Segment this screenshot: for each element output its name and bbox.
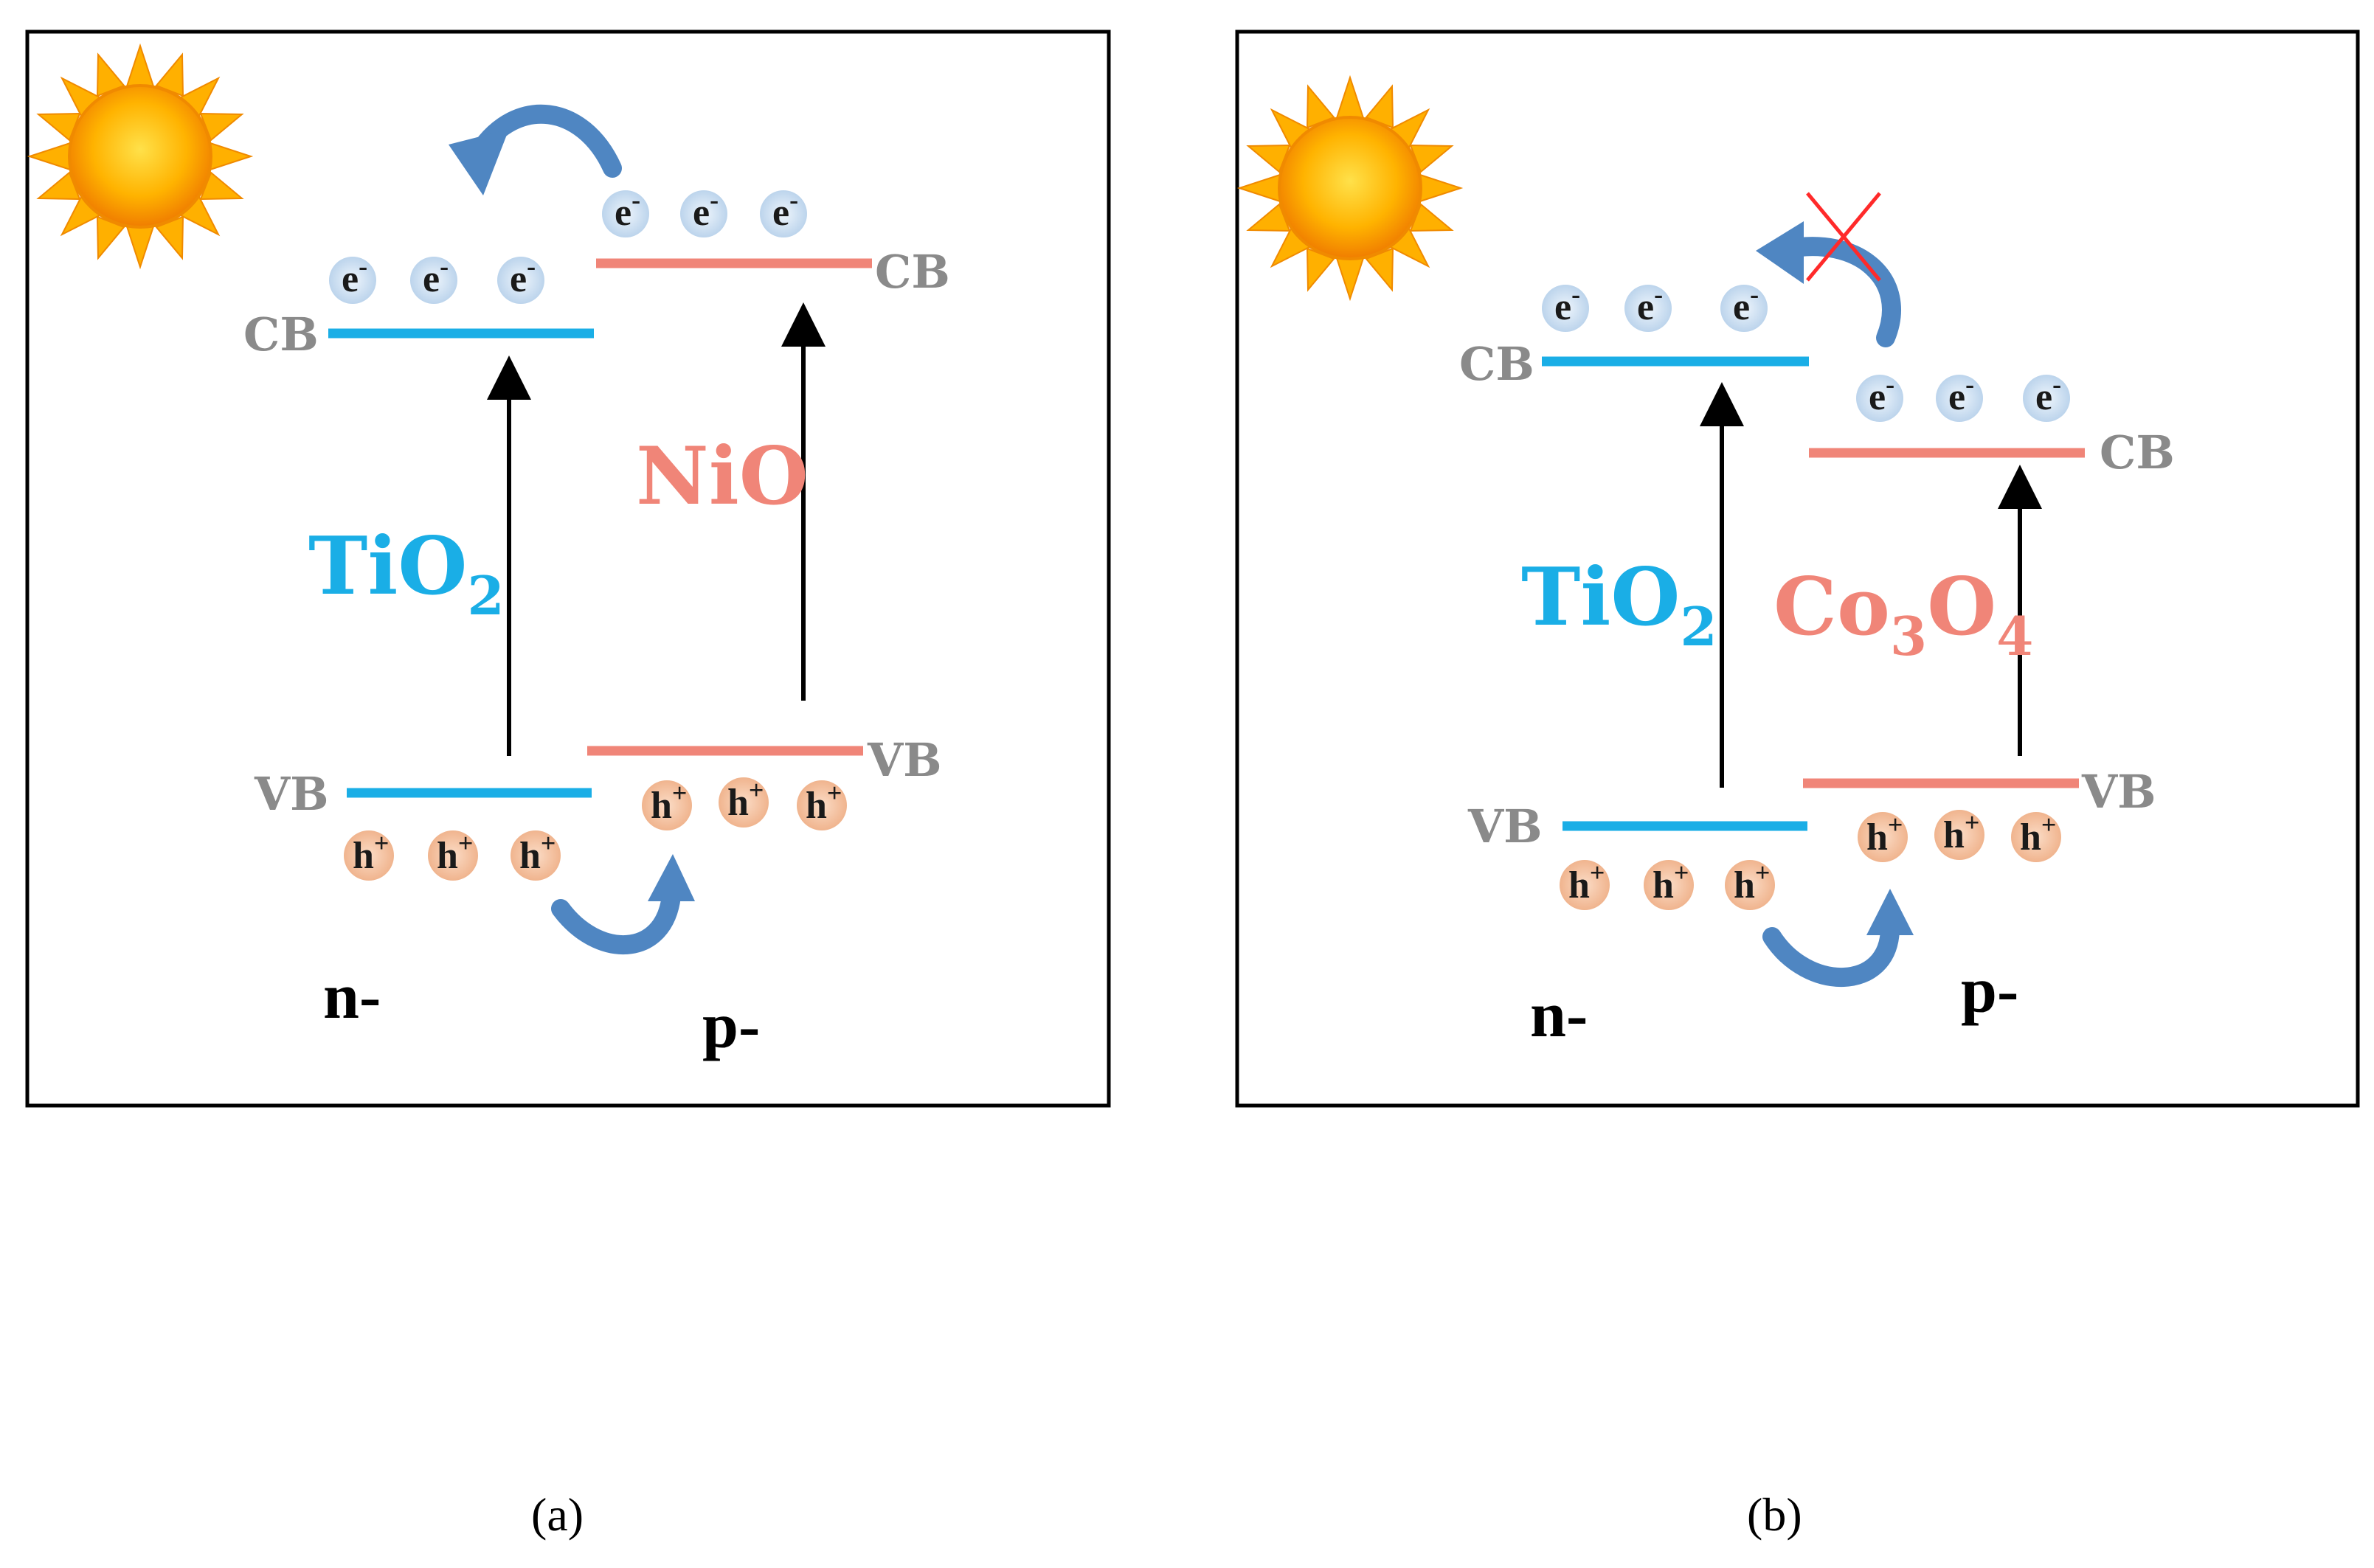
panel-a: CB CB VB VB TiO2 NiO e- e- e- e- e- e- h… xyxy=(25,30,1111,1108)
svg-text:e-: e- xyxy=(1554,280,1580,328)
svg-text:e-: e- xyxy=(772,185,798,234)
hole: h+ xyxy=(1934,808,1984,860)
electron: e- xyxy=(410,251,457,304)
hole: h+ xyxy=(2011,810,2061,862)
p-type-label: p- xyxy=(1961,955,2018,1027)
svg-text:e-: e- xyxy=(1637,280,1663,328)
hole: h+ xyxy=(797,778,847,830)
electron: e- xyxy=(602,185,649,237)
hole: h+ xyxy=(1644,858,1694,910)
svg-text:e-: e- xyxy=(693,185,719,234)
electron: e- xyxy=(2023,370,2070,422)
svg-text:e-: e- xyxy=(1948,370,1974,418)
svg-text:e-: e- xyxy=(615,185,640,234)
electron: e- xyxy=(1624,280,1672,332)
hole-group-right: h+ h+ h+ xyxy=(642,775,847,830)
transfer-arrow-icon xyxy=(1762,889,1914,988)
svg-text:e-: e- xyxy=(1869,370,1894,418)
svg-text:h+: h+ xyxy=(353,828,389,877)
nio-vb-label: VB xyxy=(867,733,942,787)
electron: e- xyxy=(680,185,727,237)
tio2-vb-label: VB xyxy=(254,767,329,821)
sun-icon xyxy=(1238,76,1462,300)
electron: e- xyxy=(497,251,544,304)
nio-cb-label: CB xyxy=(875,245,950,299)
svg-text:h+: h+ xyxy=(2020,810,2056,858)
blocked-cross-icon xyxy=(1806,192,1881,282)
svg-text:h+: h+ xyxy=(1866,810,1903,858)
svg-text:h+: h+ xyxy=(1943,808,1979,856)
caption-a: (a) xyxy=(531,1488,584,1541)
hole: h+ xyxy=(1725,858,1775,910)
svg-text:e-: e- xyxy=(342,251,367,300)
svg-text:e-: e- xyxy=(1733,280,1759,328)
hole-group-left: h+ h+ h+ xyxy=(1560,858,1775,910)
hole: h+ xyxy=(511,828,561,881)
svg-text:h+: h+ xyxy=(651,778,687,827)
n-type-label: n- xyxy=(323,961,381,1033)
left-material-label: TiO2 xyxy=(308,520,505,627)
hole: h+ xyxy=(344,828,394,881)
co3o4-cb-label: CB xyxy=(2100,426,2175,479)
p-type-label: p- xyxy=(702,991,760,1062)
co3o4-vb-label: VB xyxy=(2081,765,2156,819)
svg-text:h+: h+ xyxy=(437,828,473,877)
svg-text:h+: h+ xyxy=(1653,858,1689,906)
transfer-arrow-icon xyxy=(551,854,695,955)
hole: h+ xyxy=(719,775,769,828)
electron: e- xyxy=(1542,280,1589,332)
electron: e- xyxy=(329,251,376,304)
sun-icon xyxy=(28,44,252,268)
svg-text:e-: e- xyxy=(510,251,536,300)
electron: e- xyxy=(1856,370,1903,422)
hole-group-right: h+ h+ h+ xyxy=(1858,808,2061,862)
electron-group-right: e- e- e- xyxy=(602,185,807,237)
n-type-label: n- xyxy=(1530,979,1588,1051)
panel-b: CB CB VB VB TiO2 Co3O4 e- e- e- e- e- e-… xyxy=(1235,30,2360,1108)
left-material-label: TiO2 xyxy=(1521,551,1717,658)
tio2-vb-label: VB xyxy=(1467,799,1543,853)
electron: e- xyxy=(1936,370,1983,422)
tio2-cb-label: CB xyxy=(243,308,319,361)
hole: h+ xyxy=(642,778,692,830)
electron-group-left: e- e- e- xyxy=(1542,280,1768,332)
svg-text:h+: h+ xyxy=(727,775,764,824)
svg-text:h+: h+ xyxy=(1568,858,1605,906)
hole-group-left: h+ h+ h+ xyxy=(344,828,561,881)
transfer-arrow-icon xyxy=(449,104,622,195)
electron: e- xyxy=(760,185,807,237)
tio2-cb-label: CB xyxy=(1459,337,1534,391)
svg-text:h+: h+ xyxy=(519,828,556,877)
electron-group-left: e- e- e- xyxy=(329,251,544,304)
svg-text:h+: h+ xyxy=(806,778,842,827)
right-material-label: NiO xyxy=(636,430,809,523)
transfer-arrow-icon xyxy=(1756,221,1901,347)
svg-text:h+: h+ xyxy=(1734,858,1770,906)
hole: h+ xyxy=(1858,810,1908,862)
hole: h+ xyxy=(1560,858,1610,910)
electron-group-right: e- e- e- xyxy=(1856,370,2070,422)
svg-text:e-: e- xyxy=(2035,370,2061,418)
electron: e- xyxy=(1720,280,1768,332)
caption-b: (b) xyxy=(1747,1488,1802,1541)
right-material-label: Co3O4 xyxy=(1773,561,2033,667)
svg-text:e-: e- xyxy=(423,251,449,300)
hole: h+ xyxy=(428,828,478,881)
